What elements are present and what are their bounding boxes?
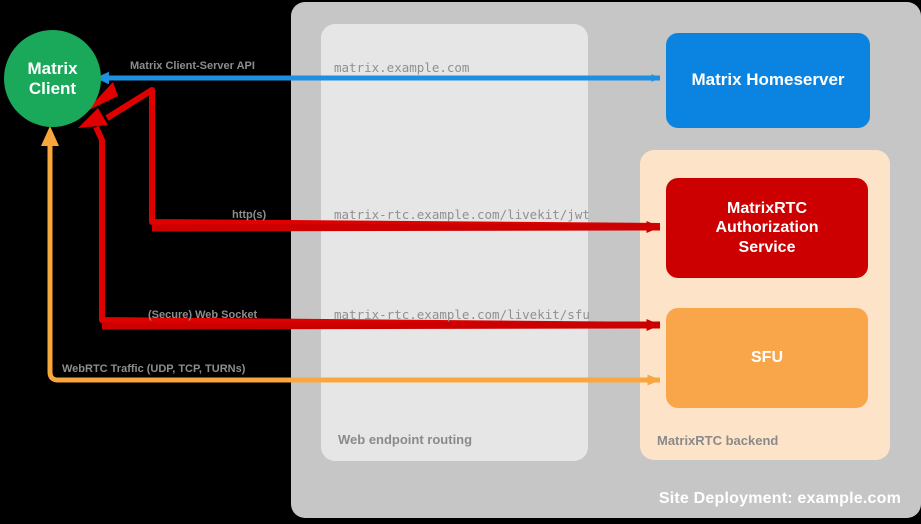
matrix-client-label-line2: Client (28, 78, 77, 98)
matrix-client-label-line1: Matrix (27, 58, 78, 78)
endpoint-livekit-jwt: matrix-rtc.example.com/livekit/jwt (334, 207, 590, 222)
node-matrix-client[interactable]: Matrix Client (4, 30, 101, 127)
site-deployment-label: Site Deployment: example.com (658, 490, 901, 507)
node-matrix-homeserver[interactable]: Matrix Homeserver (666, 33, 870, 128)
flow-label-websocket: (Secure) Web Socket (148, 309, 258, 321)
flow-label-webrtc: WebRTC Traffic (UDP, TCP, TURNs) (62, 363, 246, 375)
web-endpoint-routing-container: Web endpoint routing (321, 24, 588, 461)
web-endpoint-routing-label: Web endpoint routing (338, 432, 473, 447)
flow-label-https: http(s) (232, 209, 267, 221)
matrix-homeserver-label: Matrix Homeserver (691, 70, 845, 90)
endpoint-livekit-sfu: matrix-rtc.example.com/livekit/sfu (334, 307, 590, 322)
sfu-label: SFU (751, 349, 783, 367)
arrowhead-webrtc-client (41, 126, 59, 146)
auth-service-label-line1: MatrixRTC (726, 200, 807, 218)
flow-label-client-server-api: Matrix Client-Server API (130, 60, 255, 72)
node-matrixrtc-authorization-service[interactable]: MatrixRTC Authorization Service (666, 178, 868, 278)
auth-service-label-line3: Service (738, 238, 796, 256)
endpoint-matrix-example-com: matrix.example.com (334, 60, 470, 75)
auth-service-label-line2: Authorization (715, 219, 819, 237)
node-sfu[interactable]: SFU (666, 308, 868, 408)
matrixrtc-backend-label: MatrixRTC backend (657, 433, 779, 448)
